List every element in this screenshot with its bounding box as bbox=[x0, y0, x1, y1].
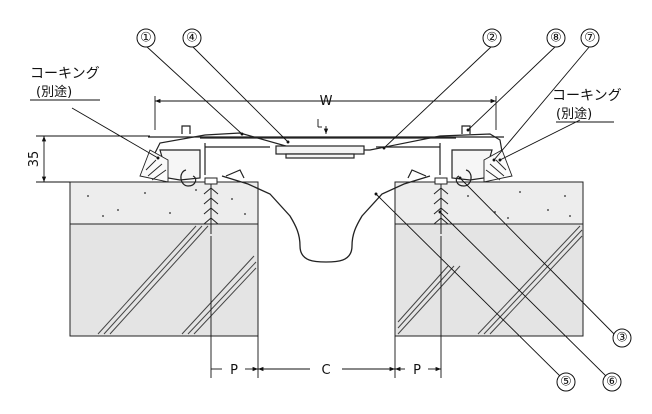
callout-2: ② bbox=[482, 28, 502, 48]
anchor-bolt-right bbox=[433, 177, 449, 234]
anchor-bolt-left bbox=[203, 177, 219, 234]
dimension-p-left-label: P bbox=[230, 363, 238, 378]
caulking-left-note: (別途) bbox=[36, 84, 72, 100]
dimension-small bbox=[317, 119, 329, 134]
svg-text:④: ④ bbox=[186, 31, 198, 46]
frame-profiles bbox=[180, 125, 472, 187]
svg-text:⑧: ⑧ bbox=[550, 31, 562, 46]
leader-lines bbox=[71, 45, 619, 383]
callout-8: ⑧ bbox=[546, 28, 566, 48]
dimension-35 bbox=[36, 135, 150, 183]
callout-3: ③ bbox=[612, 328, 632, 348]
callout-1: ① bbox=[136, 28, 156, 48]
svg-text:②: ② bbox=[486, 31, 498, 46]
right-slab bbox=[394, 181, 584, 337]
callout-4: ④ bbox=[182, 28, 202, 48]
caulking-left-label: コーキング bbox=[30, 66, 100, 82]
cover-plate bbox=[148, 132, 505, 181]
rubber-membrane bbox=[221, 175, 431, 263]
svg-text:①: ① bbox=[140, 31, 152, 46]
dimension-bottom bbox=[210, 236, 442, 378]
svg-text:⑦: ⑦ bbox=[584, 31, 596, 46]
left-slab bbox=[69, 181, 259, 337]
dimension-c-label: C bbox=[321, 363, 330, 378]
dimension-35-label: 35 bbox=[27, 151, 42, 168]
dimension-w bbox=[154, 96, 497, 130]
callout-5: ⑤ bbox=[556, 372, 576, 392]
dimension-p-right-label: P bbox=[413, 363, 421, 378]
callout-7: ⑦ bbox=[580, 28, 600, 48]
caulking-right-note: (別途) bbox=[556, 106, 592, 122]
callout-6: ⑥ bbox=[602, 372, 622, 392]
dimension-w-label: W bbox=[320, 94, 333, 109]
svg-text:⑤: ⑤ bbox=[560, 375, 572, 390]
caulking-right-label: コーキング bbox=[552, 88, 622, 104]
svg-text:⑥: ⑥ bbox=[606, 375, 618, 390]
caulking-left-hatch bbox=[139, 149, 169, 183]
svg-text:③: ③ bbox=[616, 331, 628, 346]
